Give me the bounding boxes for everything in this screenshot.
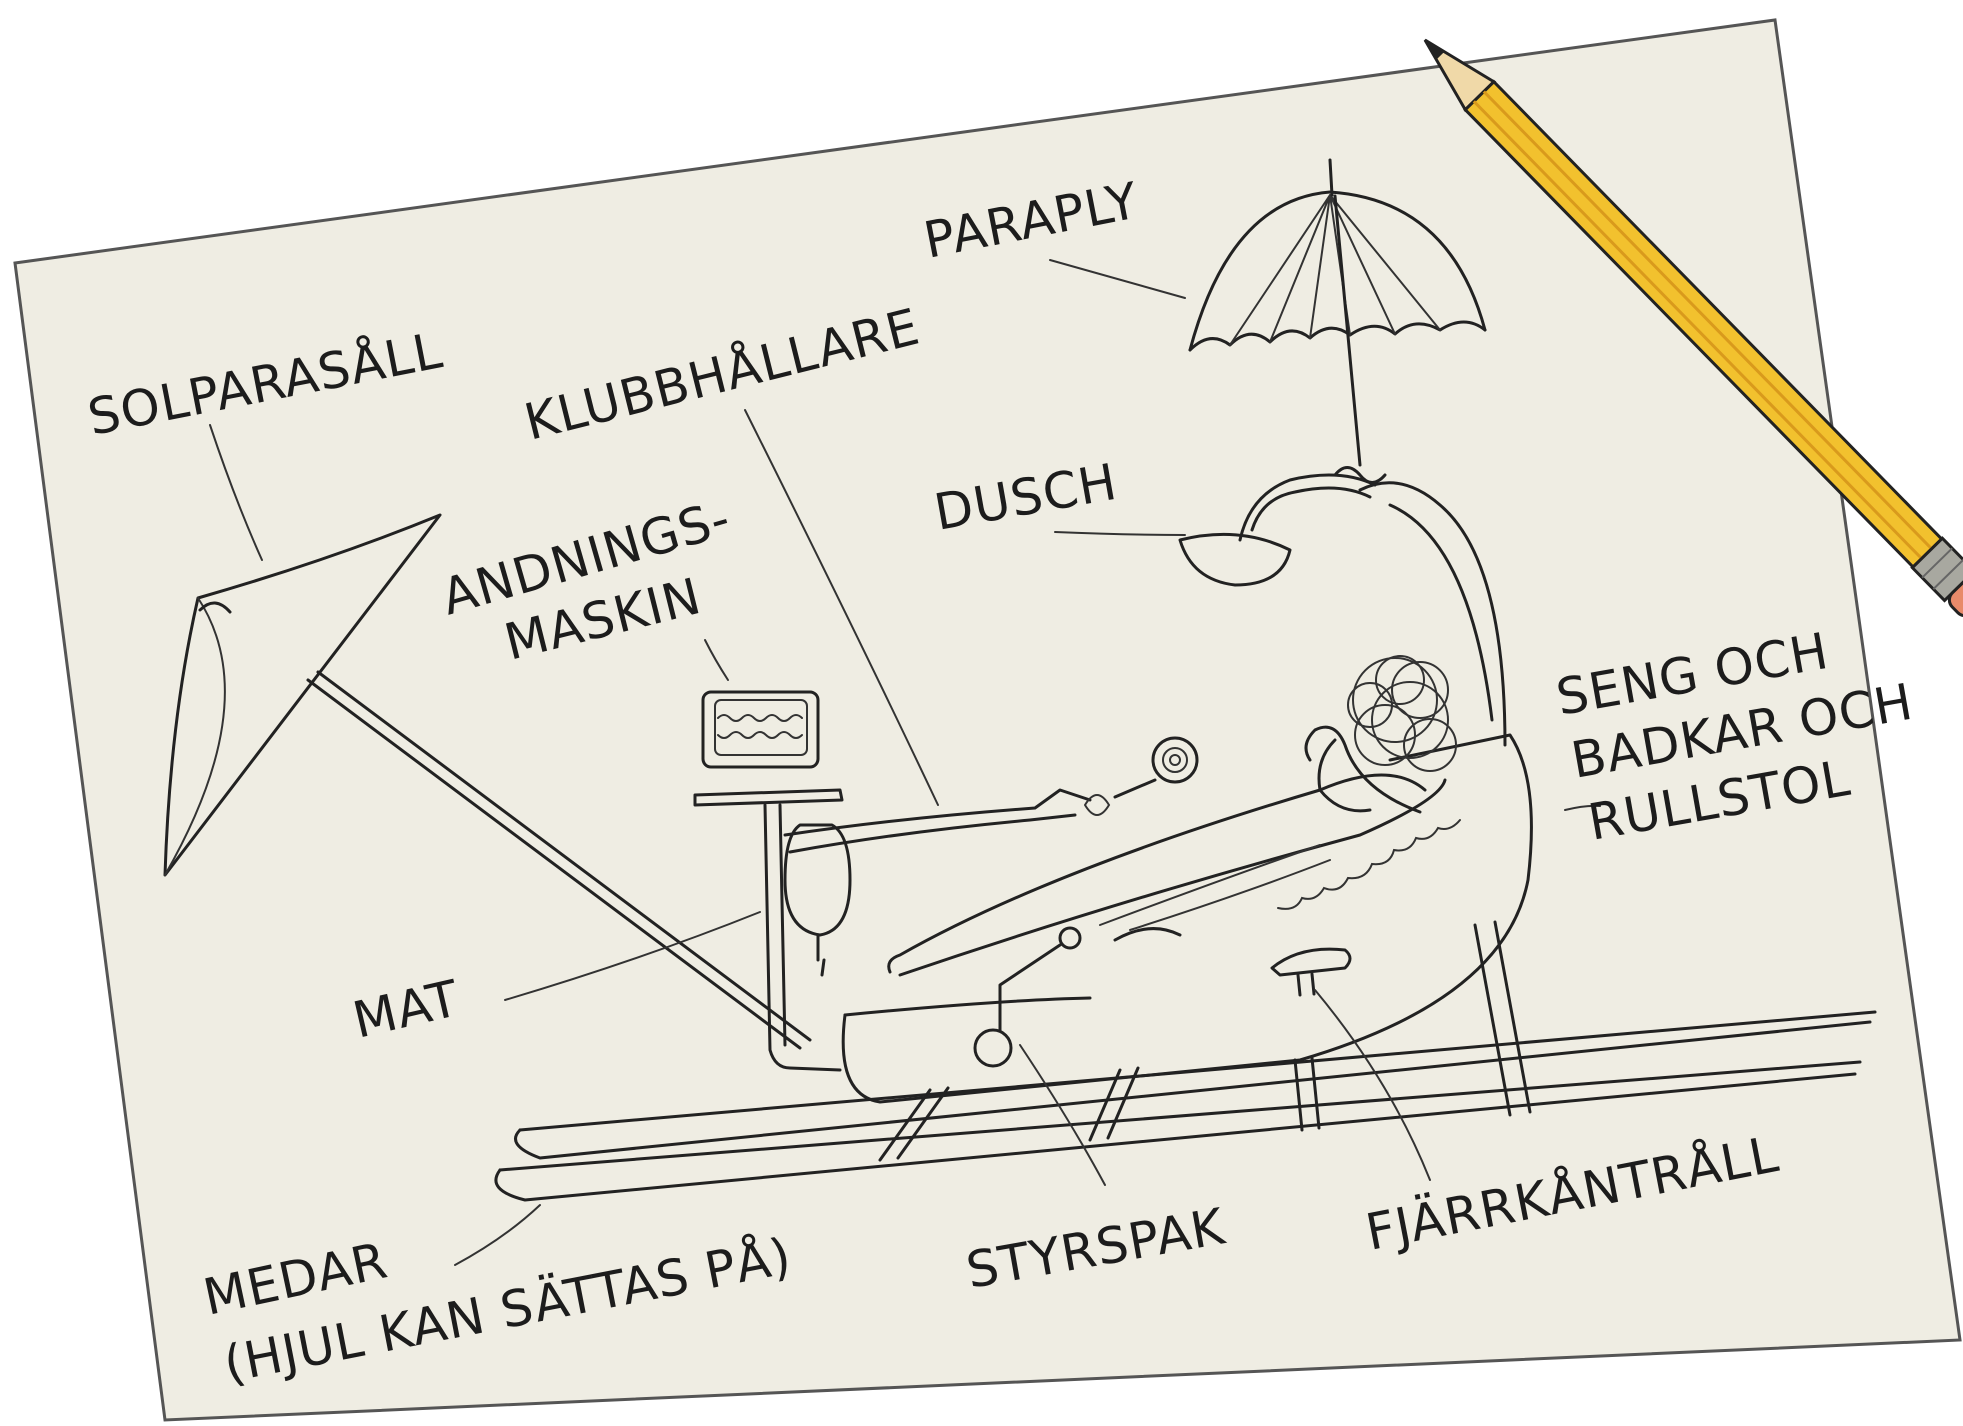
sketch-diagram: SOLPARASÅLL KLUBBHÅLLARE PARAPLY DUSCH A… [0,0,1963,1426]
